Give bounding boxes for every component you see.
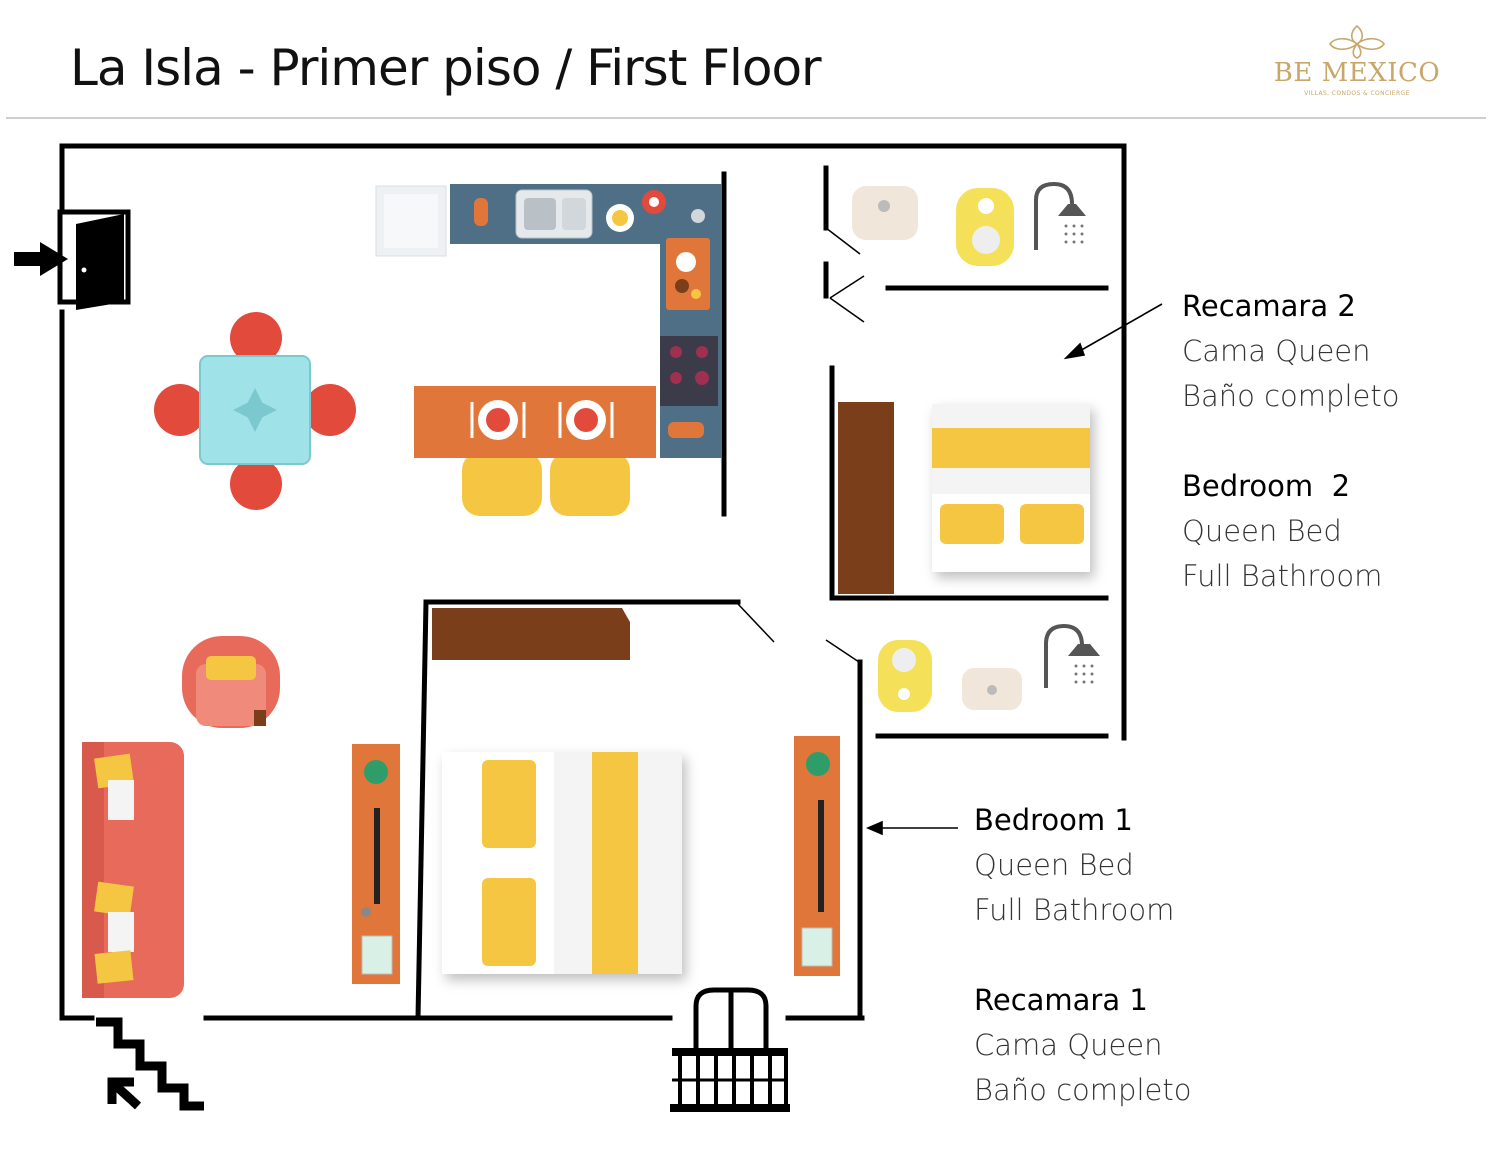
callout-arrows	[865, 303, 1163, 836]
be-mexico-logo: BE MEXICO VILLAS, CONDOS & CONCIERGE	[1272, 22, 1442, 102]
label-bedroom-1: Bedroom 1 Queen Bed Full Bathroom	[974, 798, 1174, 933]
tray	[666, 238, 710, 310]
label-line: Queen Bed	[1182, 514, 1342, 548]
label-recamara-1: Recamara 1 Cama Queen Baño completo	[974, 978, 1191, 1113]
bedroom-1-furniture	[432, 608, 840, 976]
walls	[59, 143, 1127, 1021]
logo-tagline: VILLAS, CONDOS & CONCIERGE	[1304, 90, 1410, 97]
balcony-icon	[670, 987, 790, 1112]
bedroom-2-furniture	[838, 402, 1090, 594]
entry-door-icon	[57, 209, 131, 310]
armchair	[182, 636, 280, 728]
dining-table	[154, 312, 356, 510]
label-line: Baño completo	[1182, 379, 1400, 413]
plant-icon	[364, 760, 388, 784]
entry-arrow-icon	[14, 242, 68, 276]
label-heading: Recamara 1	[974, 983, 1148, 1017]
shower-icon	[1034, 181, 1074, 250]
label-heading: Recamara 2	[1182, 289, 1356, 323]
logo-ornament-icon	[1329, 24, 1385, 59]
label-line: Cama Queen	[974, 1028, 1163, 1062]
label-line: Cama Queen	[1182, 334, 1371, 368]
sofa	[82, 742, 184, 998]
arrow-bedroom-2	[1077, 303, 1163, 353]
island-counter	[414, 386, 656, 458]
bathroom-2	[852, 181, 1086, 266]
label-line: Queen Bed	[974, 848, 1134, 882]
label-heading: Bedroom 1	[974, 803, 1133, 837]
bed-1	[442, 752, 682, 974]
wall-bedroom1-left	[415, 599, 429, 1021]
plant-icon	[806, 752, 830, 776]
kitchen	[375, 184, 722, 458]
shower-icon	[1044, 623, 1084, 688]
header-divider	[6, 117, 1486, 119]
bed-2	[932, 404, 1090, 572]
stove-icon	[660, 336, 718, 406]
label-line: Baño completo	[974, 1073, 1192, 1107]
toilet-icon	[878, 640, 932, 712]
door-swings	[737, 227, 865, 665]
kitchen-counter-right	[660, 184, 722, 458]
label-bedroom-2: Bedroom 2 Queen Bed Full Bathroom	[1182, 464, 1382, 599]
bathroom-1	[878, 623, 1100, 712]
label-heading: Bedroom 2	[1182, 469, 1351, 503]
kitchen-island	[414, 386, 656, 516]
logo-brand-text: BE MEXICO	[1273, 58, 1441, 88]
label-line: Full Bathroom	[974, 893, 1175, 927]
label-recamara-2: Recamara 2 Cama Queen Baño completo	[1182, 284, 1399, 419]
wardrobe	[432, 608, 630, 660]
page-title: La Isla - Primer piso / First Floor	[70, 39, 822, 97]
tv-console-living	[352, 744, 400, 984]
stairs-icon	[96, 1017, 204, 1111]
sink-icon	[852, 186, 918, 240]
wardrobe	[838, 402, 894, 594]
label-line: Full Bathroom	[1182, 559, 1383, 593]
